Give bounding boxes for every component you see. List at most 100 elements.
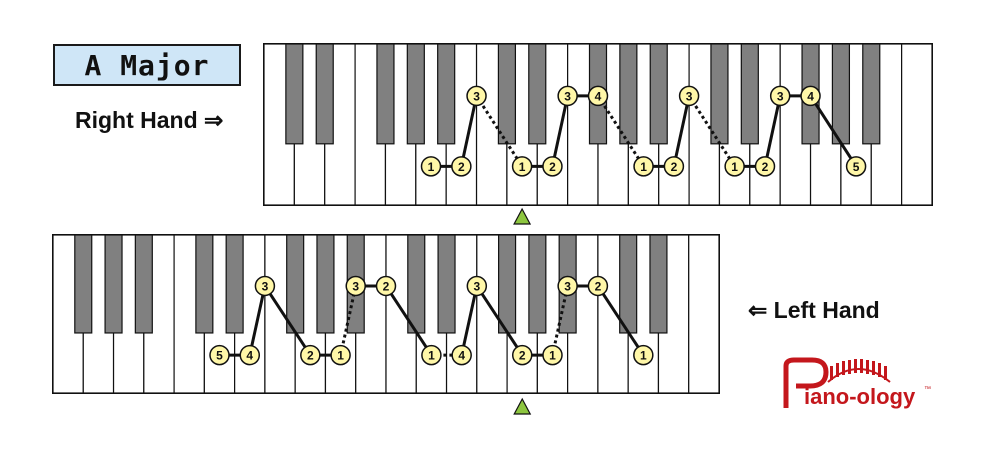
lh-finger-circle	[375, 275, 397, 297]
rh-finger-number: 1	[731, 160, 738, 174]
lh-finger-number: 3	[352, 279, 359, 293]
rh-white-key	[901, 43, 933, 206]
lh-black-key	[286, 234, 305, 334]
lh-finger-circle	[587, 275, 609, 297]
rh-black-key	[315, 43, 334, 145]
lh-finger-number: 2	[519, 349, 526, 363]
rh-finger-circle	[557, 85, 578, 107]
lh-finger-circle	[557, 275, 578, 297]
rh-finger-circle	[587, 85, 609, 107]
rh-finger-circle	[420, 156, 442, 177]
lh-black-key	[437, 234, 456, 334]
lh-finger-circle	[466, 275, 488, 297]
rh-finger-number: 2	[458, 160, 465, 174]
lh-finger-number: 1	[337, 349, 344, 363]
lh-connector	[263, 285, 312, 356]
rh-black-key	[376, 43, 395, 145]
rh-black-key	[740, 43, 759, 145]
lh-black-key	[195, 234, 214, 334]
lh-finger-circle	[239, 344, 261, 366]
right-hand-label: Right Hand ⇒	[75, 107, 224, 133]
rh-black-key	[497, 43, 517, 145]
logo-text: iano-ology	[804, 384, 916, 409]
rh-black-key	[619, 43, 638, 145]
lh-finger-circle	[330, 344, 351, 366]
rh-finger-number: 3	[777, 89, 784, 103]
lh-black-key	[619, 234, 638, 334]
rh-black-key	[649, 43, 668, 145]
rh-black-key	[406, 43, 425, 145]
rh-finger-circle	[800, 85, 821, 107]
rh-finger-number: 3	[686, 89, 693, 103]
rh-finger-number: 3	[473, 89, 480, 103]
rh-finger-circle	[769, 85, 791, 107]
lh-finger-number: 1	[428, 349, 435, 363]
lh-finger-number: 4	[246, 349, 253, 363]
rh-finger-number: 5	[853, 160, 860, 174]
rh-connector	[763, 95, 782, 167]
lh-connector	[596, 285, 645, 356]
lh-finger-number: 1	[549, 349, 556, 363]
lh-black-key	[316, 234, 335, 334]
lh-finger-circle	[421, 344, 442, 366]
lh-connector	[248, 285, 267, 356]
rh-finger-number: 1	[640, 160, 647, 174]
rh-connector	[459, 95, 479, 167]
rh-black-key	[831, 43, 851, 145]
lh-finger-number: 2	[595, 279, 602, 293]
rh-finger-number: 1	[428, 160, 435, 174]
rh-black-key	[285, 43, 304, 145]
rh-black-key	[862, 43, 881, 145]
lh-finger-circle	[254, 275, 276, 297]
lh-finger-circle	[300, 344, 321, 366]
rh-finger-circle	[724, 156, 745, 177]
lh-finger-circle	[511, 344, 533, 366]
rh-dotted-connector	[475, 95, 524, 168]
rh-black-key	[528, 43, 547, 145]
rh-finger-circle	[542, 156, 563, 177]
rh-dotted-connector	[687, 95, 736, 168]
rh-start-marker	[513, 207, 532, 225]
lh-connector	[460, 285, 479, 356]
rh-finger-number: 2	[671, 160, 678, 174]
lh-black-key	[407, 234, 426, 334]
logo-tm: ™	[924, 386, 931, 393]
pianology-logo: iano-ology ™	[778, 356, 956, 414]
lh-finger-number: 2	[307, 349, 314, 363]
rh-finger-circle	[845, 156, 867, 177]
lh-finger-circle	[451, 344, 472, 366]
lh-finger-circle	[345, 275, 366, 297]
rh-finger-circle	[678, 85, 700, 107]
rh-finger-number: 3	[564, 89, 571, 103]
lh-finger-circle	[209, 344, 230, 366]
lh-black-key	[134, 234, 153, 334]
rh-finger-circle	[451, 156, 472, 177]
lh-finger-number: 3	[262, 279, 269, 293]
lh-finger-number: 2	[383, 279, 390, 293]
rh-connector	[809, 95, 858, 168]
lh-finger-circle	[542, 344, 563, 366]
lh-black-key	[498, 234, 517, 334]
rh-finger-circle	[633, 156, 654, 177]
title-box: A Major	[53, 44, 241, 86]
rh-finger-circle	[511, 156, 533, 177]
lh-connector	[475, 285, 524, 356]
rh-finger-circle	[663, 156, 685, 177]
lh-finger-number: 4	[458, 349, 465, 363]
rh-finger-number: 2	[762, 160, 769, 174]
lh-black-key	[528, 234, 547, 334]
rh-finger-number: 1	[519, 160, 526, 174]
lh-finger-circle	[633, 344, 654, 366]
lh-black-key	[225, 234, 244, 334]
rh-black-key	[437, 43, 456, 145]
lh-black-key	[104, 234, 123, 334]
rh-finger-circle	[466, 85, 487, 107]
rh-finger-number: 4	[807, 89, 814, 103]
lh-finger-number: 3	[473, 279, 480, 293]
scale-title: A Major	[84, 48, 210, 82]
rh-connector	[672, 95, 691, 167]
left-hand-label: ⇐ Left Hand	[748, 297, 880, 323]
lh-finger-number: 1	[640, 349, 647, 363]
